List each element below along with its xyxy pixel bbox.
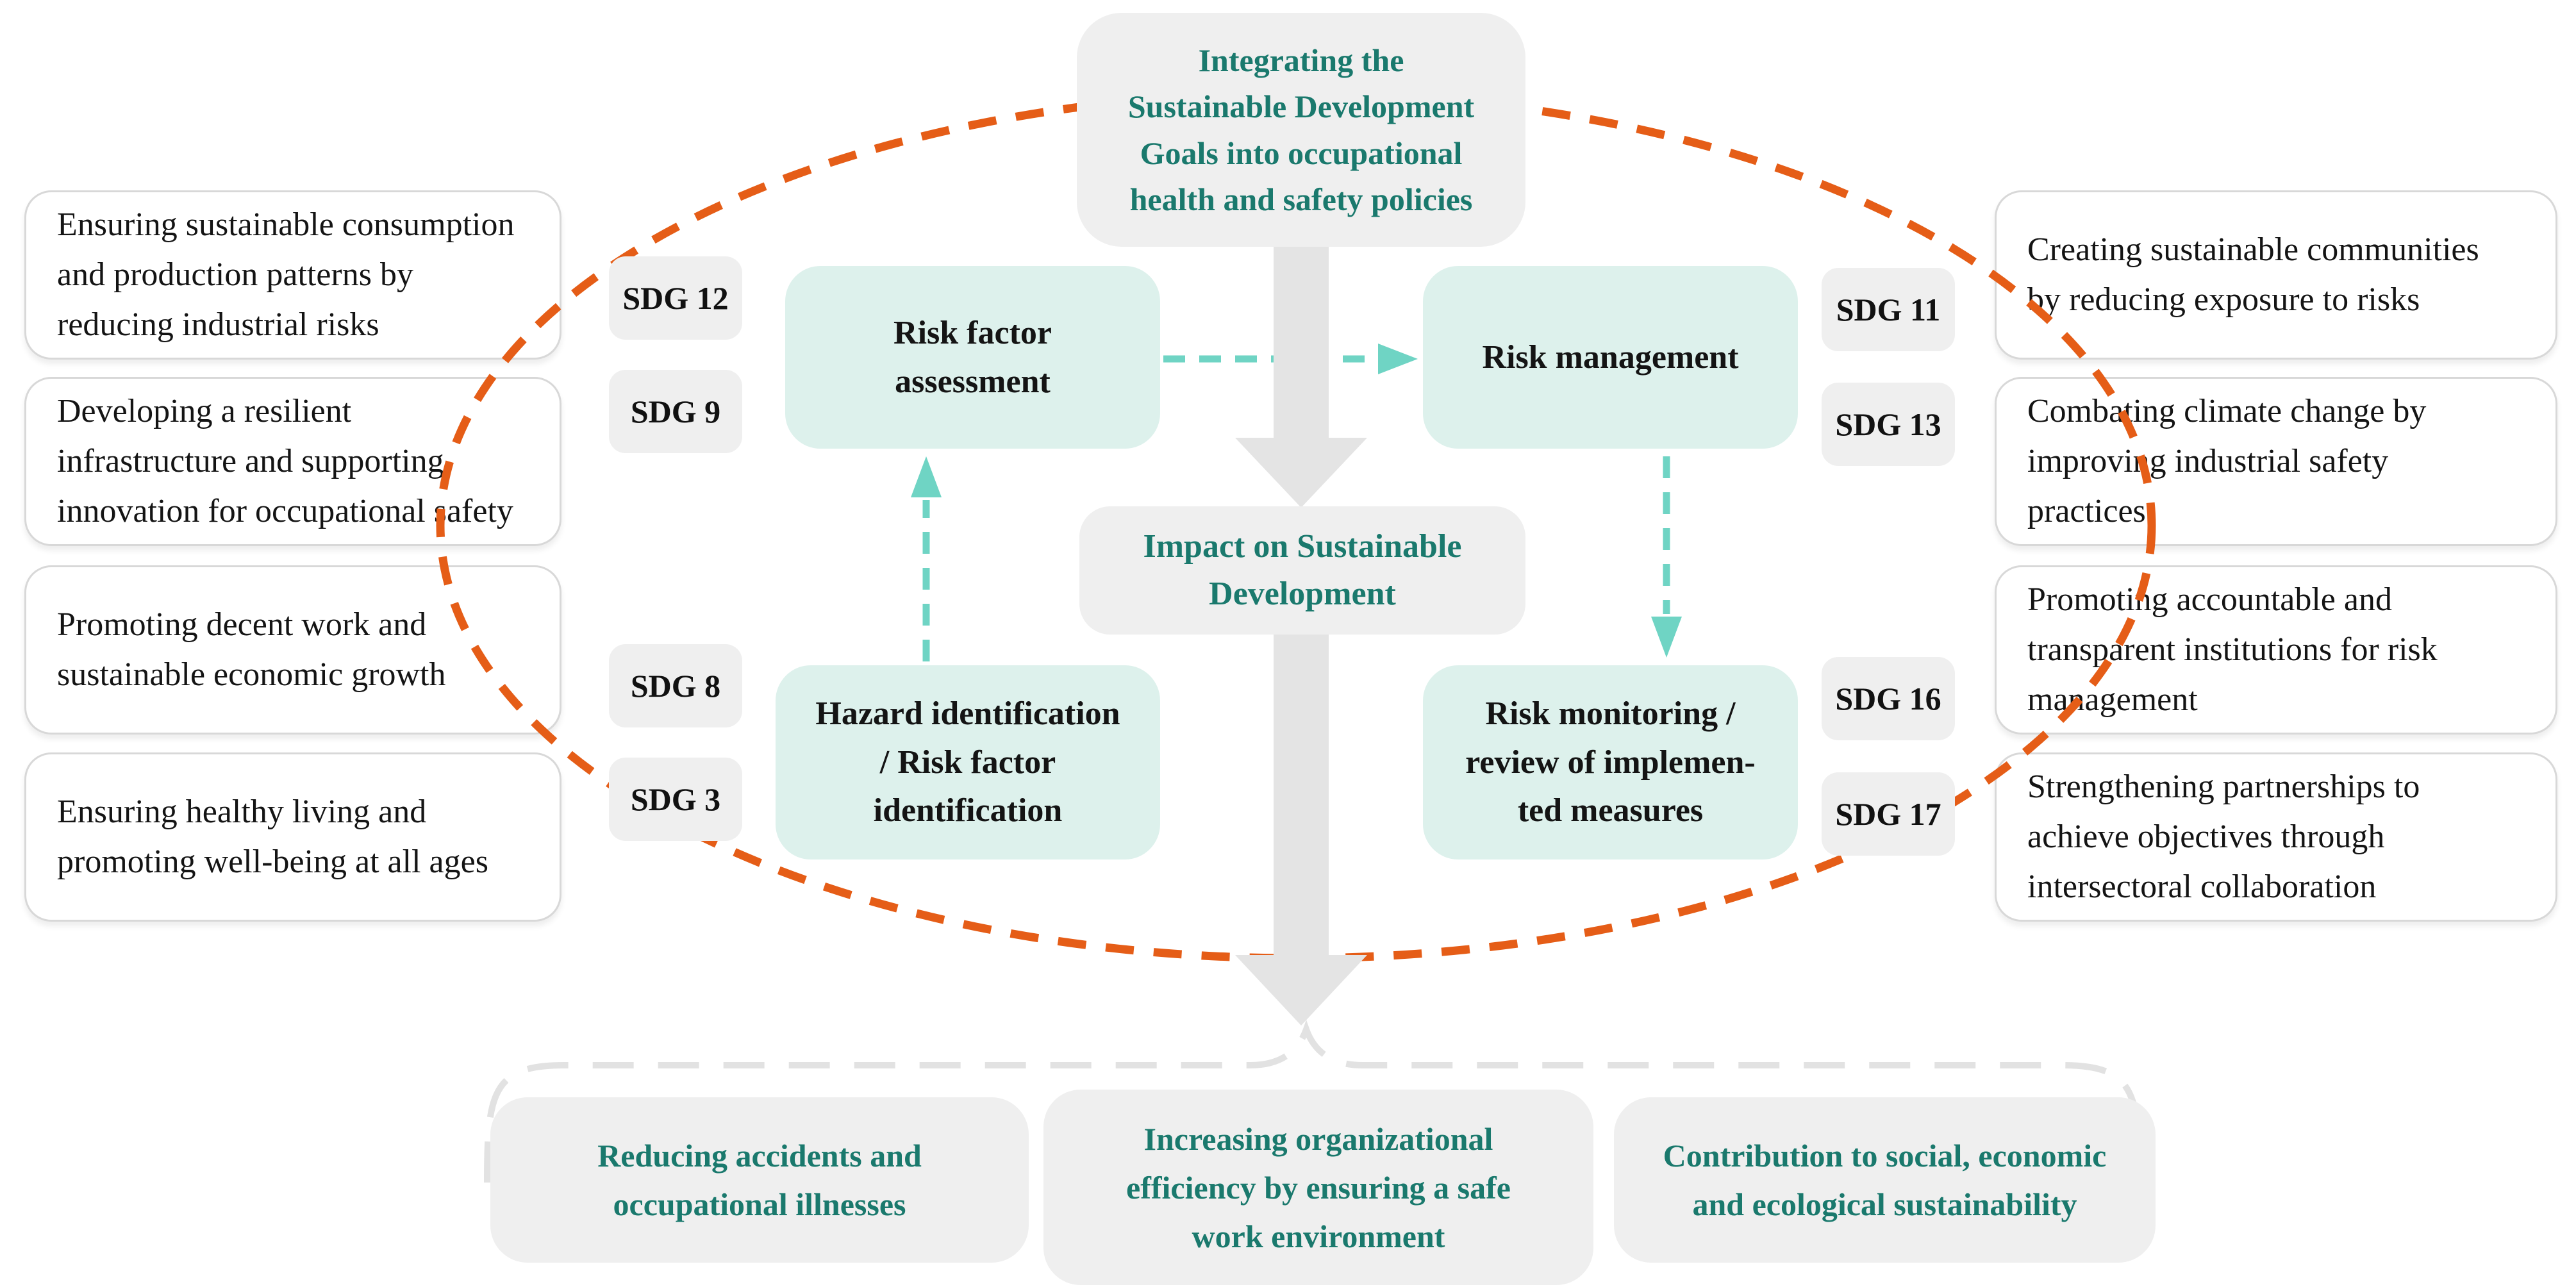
goal-box-left-1: Ensuring sustainable consumption and pro… <box>24 190 561 360</box>
sdg-label-16: SDG 16 <box>1822 657 1955 740</box>
outcome-box-accidents: Reducing accidents and occupational illn… <box>490 1097 1029 1263</box>
process-box-risk-factor-assessment: Risk factor assessment <box>785 266 1160 449</box>
sdg-label-12: SDG 12 <box>609 256 742 340</box>
sdg-label-3: SDG 3 <box>609 758 742 841</box>
sdg-label-13: SDG 13 <box>1822 383 1955 466</box>
arrow-identification-to-assessment <box>911 456 942 661</box>
title-box: Integrating the Sustainable Development … <box>1077 13 1525 247</box>
sdg-label-17: SDG 17 <box>1822 772 1955 856</box>
goal-box-right-2: Combating climate change by improving in… <box>1995 377 2557 546</box>
process-box-risk-monitoring: Risk monitoring / review of implemen- te… <box>1423 665 1798 859</box>
sdg-label-11: SDG 11 <box>1822 268 1955 351</box>
sdg-label-9: SDG 9 <box>609 370 742 453</box>
flow-arrow-top <box>1235 247 1367 508</box>
outcome-box-efficiency: Increasing organizational efficiency by … <box>1043 1090 1593 1285</box>
sdg-ellipse-outline <box>436 88 2156 963</box>
process-box-risk-management: Risk management <box>1423 266 1798 449</box>
outcome-box-sustainability: Contribution to social, economic and eco… <box>1614 1097 2156 1263</box>
goal-box-left-4: Ensuring healthy living and promoting we… <box>24 752 561 922</box>
flow-arrow-bottom <box>1235 633 1367 1025</box>
goal-box-right-4: Strengthening partnerships to achieve ob… <box>1995 752 2557 922</box>
goal-box-right-1: Creating sustainable communities by redu… <box>1995 190 2557 360</box>
process-box-hazard-identification: Hazard identification / Risk factor iden… <box>776 665 1160 859</box>
goal-box-right-3: Promoting accountable and transparent in… <box>1995 565 2557 735</box>
outcomes-brace <box>484 1020 2143 1183</box>
goal-box-left-2: Developing a resilient infrastructure an… <box>24 377 561 546</box>
arrow-management-to-monitoring <box>1651 456 1682 658</box>
impact-box: Impact on Sustainable Development <box>1079 506 1525 635</box>
sdg-label-8: SDG 8 <box>609 644 742 727</box>
arrow-assessment-to-management <box>1163 344 1418 374</box>
